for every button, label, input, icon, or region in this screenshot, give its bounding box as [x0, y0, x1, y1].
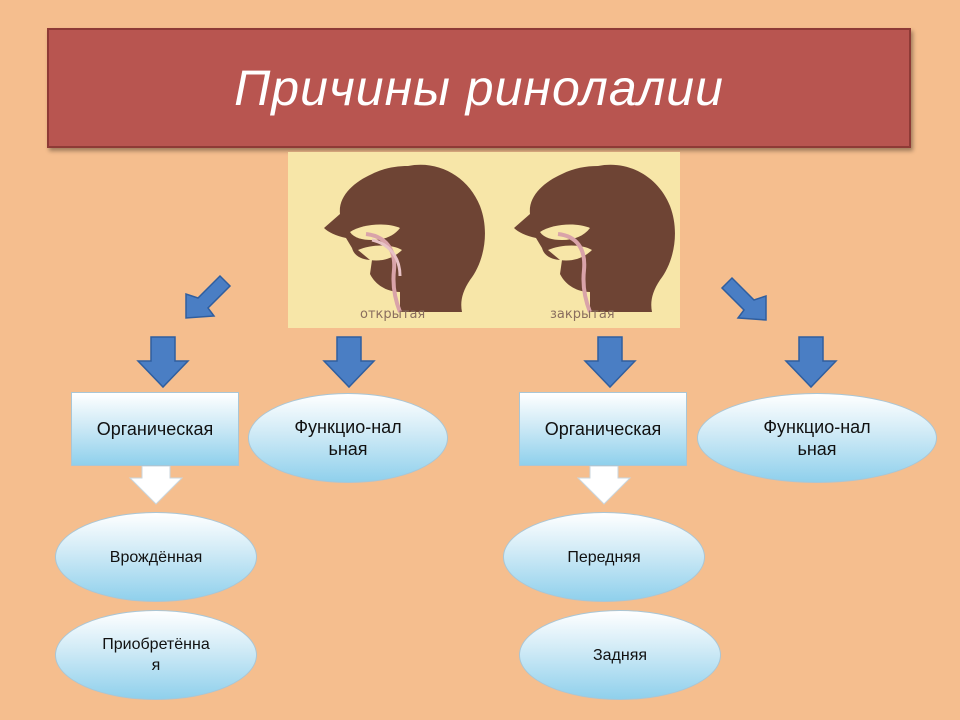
illustration-caption-closed: закрытая: [550, 307, 615, 322]
arrow-down-icon: [136, 336, 190, 389]
hollow-arrow-down-icon: [576, 465, 632, 505]
arrow-down-icon: [322, 336, 376, 389]
page-title: Причины ринолалии: [234, 60, 724, 116]
right-sub1-ellipse: Передняя: [503, 512, 705, 602]
right-sub2-label: Задняя: [592, 646, 648, 664]
left-sub1-ellipse: Врождённая: [55, 512, 257, 602]
right-functional-ellipse: Функцио-нальная: [697, 393, 937, 483]
arrow-down-icon: [583, 336, 637, 389]
hollow-arrow-down-icon: [128, 465, 184, 505]
left-sub2-label: Приобретённая: [102, 636, 210, 674]
left-organic-box: Органическая: [71, 392, 239, 466]
head-profile-closed-icon: [514, 164, 675, 313]
arrow-down-icon: [784, 336, 838, 389]
right-organic-label: Органическая: [544, 418, 662, 439]
left-functional-ellipse: Функцио-нальная: [248, 393, 448, 483]
title-banner: Причины ринолалии: [47, 28, 911, 148]
left-sub2-ellipse: Приобретённая: [55, 610, 257, 700]
illustration-svg: открытая закрытая: [324, 164, 675, 322]
right-functional-label: Функцио-нальная: [763, 417, 871, 459]
right-sub2-ellipse: Задняя: [519, 610, 721, 700]
head-profile-open-icon: [324, 164, 485, 313]
right-organic-box: Органическая: [519, 392, 687, 466]
illustration: открытая закрытая: [288, 152, 680, 328]
right-sub1-label: Передняя: [567, 548, 641, 566]
left-sub1-label: Врождённая: [109, 548, 203, 566]
left-organic-label: Органическая: [96, 418, 214, 439]
arrow-diagonal-right-icon: [720, 276, 767, 321]
left-functional-label: Функцио-нальная: [294, 417, 402, 459]
illustration-caption-open: открытая: [360, 307, 425, 322]
arrow-diagonal-left-icon: [185, 274, 232, 319]
